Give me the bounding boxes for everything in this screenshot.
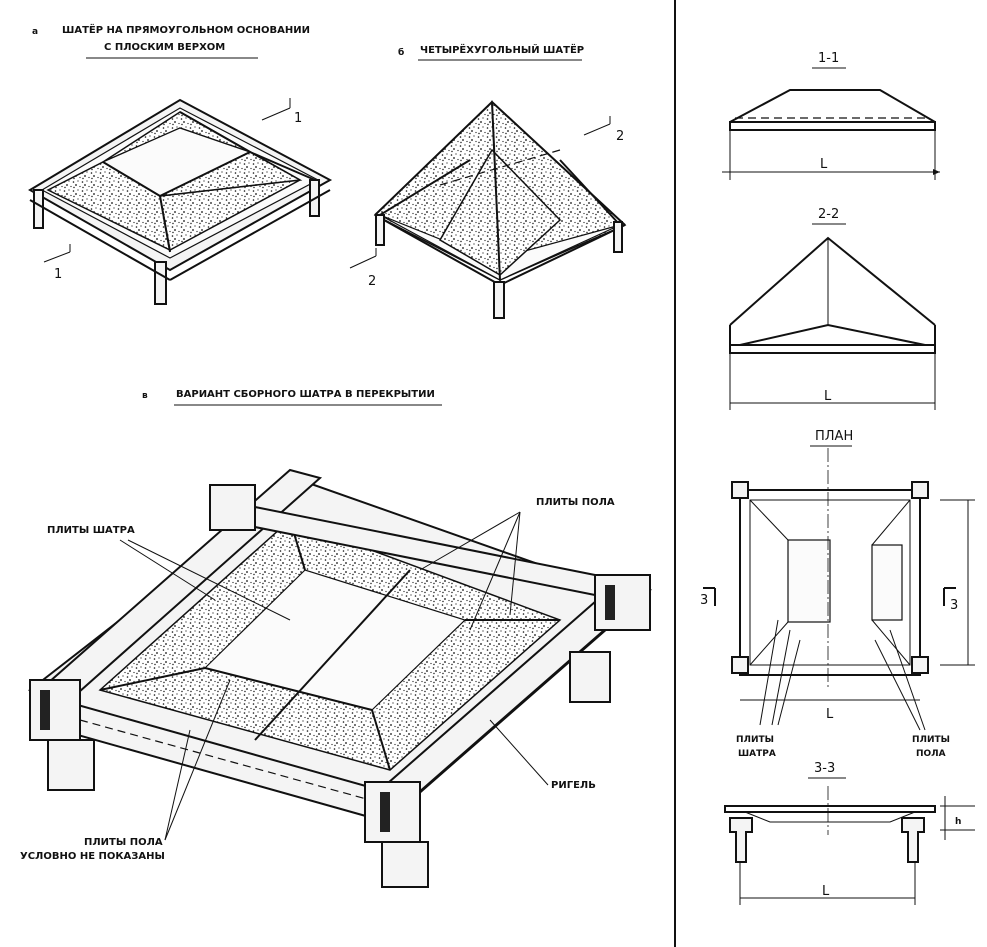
section-1-label-b: 1	[54, 267, 62, 282]
section-2-2-span-label: L	[824, 389, 832, 404]
section-2-2-drawing	[729, 236, 936, 410]
section-2-label-a: 2	[616, 129, 624, 144]
flat-top-tent-drawing	[28, 98, 333, 305]
callout-floor-note-line1: ПЛИТЫ ПОЛА	[84, 837, 163, 848]
caption-b-marker: б	[398, 47, 404, 58]
plan-tent-plates-line1: ПЛИТЫ	[736, 735, 774, 745]
section-1-1-title: 1-1	[818, 51, 839, 66]
section-3-3-height-label: h	[955, 817, 961, 827]
caption-a-line2: С ПЛОСКИМ ВЕРХОМ	[104, 42, 225, 53]
plan-floor-plates-line1: ПЛИТЫ	[912, 735, 950, 745]
section-2-mark-a	[583, 116, 611, 136]
section-3-3-drawing	[724, 786, 975, 905]
section-3-3-title: 3-3	[814, 761, 835, 776]
section-2-label-b: 2	[368, 274, 376, 289]
callout-tent-plates-leader-1	[119, 539, 216, 601]
plan-section-3-mark-left	[703, 587, 716, 606]
caption-v-marker: в	[142, 391, 148, 401]
section-2-2-title: 2-2	[818, 207, 839, 222]
plan-section-3-label-right: 3	[950, 598, 958, 613]
callout-floor-note-leader-1	[164, 679, 231, 841]
caption-v-text: ВАРИАНТ СБОРНОГО ШАТРА В ПЕРЕКРЫТИИ	[176, 389, 435, 400]
plan-drawing	[731, 448, 975, 731]
plan-section-3-mark-right	[943, 587, 956, 606]
plan-span-label: L	[826, 707, 834, 722]
caption-b-text: ЧЕТЫРЁХУГОЛЬНЫЙ ШАТЁР	[420, 42, 584, 56]
callout-floor-plates: ПЛИТЫ ПОЛА	[536, 497, 615, 508]
section-1-mark-a	[261, 98, 291, 121]
plan-tent-plates-line2: ШАТРА	[738, 749, 776, 759]
callout-floor-plates-leader-2	[469, 511, 521, 631]
callout-tent-plates-leader-2	[127, 539, 291, 621]
plan-floor-plates-line2: ПОЛА	[916, 749, 946, 759]
callout-crossbar: РИГЕЛЬ	[551, 780, 596, 791]
section-1-label-a: 1	[294, 111, 302, 126]
plan-section-3-label-left: 3	[700, 593, 708, 608]
callout-floor-plates-leader-1	[419, 511, 521, 571]
section-1-mark-b	[43, 244, 71, 263]
caption-a-line1: ШАТЁР НА ПРЯМОУГОЛЬНОМ ОСНОВАНИИ	[62, 22, 310, 36]
callout-floor-note-leader-2	[164, 729, 191, 841]
precast-tent-assembly-drawing	[27, 468, 652, 888]
callout-tent-plates: ПЛИТЫ ШАТРА	[47, 525, 135, 536]
section-1-1-span-label: L	[820, 157, 828, 172]
section-3-3-span-label: L	[822, 884, 830, 899]
callout-floor-note-line2: УСЛОВНО НЕ ПОКАЗАНЫ	[20, 851, 165, 862]
caption-a-marker: а	[32, 27, 38, 37]
section-2-mark-b	[349, 248, 377, 269]
section-1-1-drawing	[722, 89, 940, 180]
callout-crossbar-leader	[489, 719, 549, 786]
plan-title: ПЛАН	[815, 429, 853, 444]
pyramid-tent-drawing	[373, 100, 627, 319]
callout-floor-plates-leader-3	[509, 511, 521, 616]
